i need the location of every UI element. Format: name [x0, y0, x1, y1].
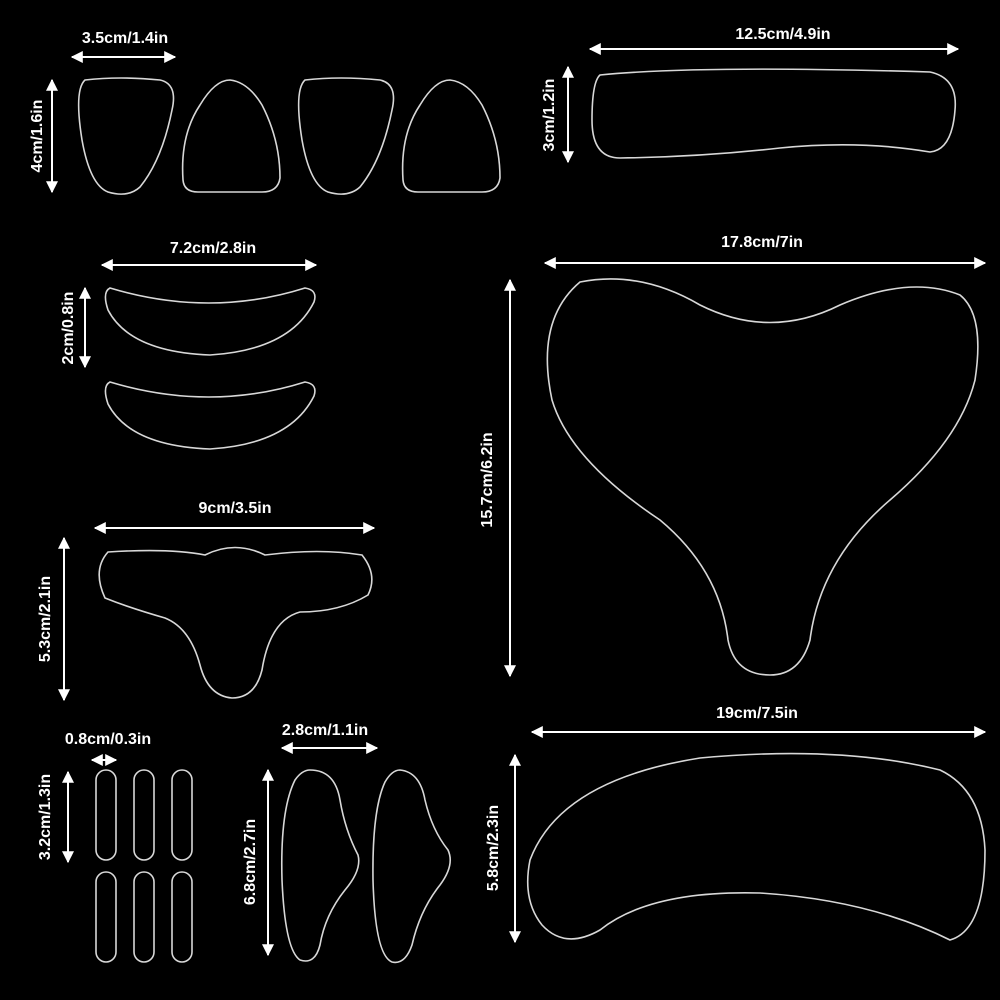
neck-height-label: 5.8cm/2.3in — [485, 805, 502, 891]
cheek-height-label: 6.8cm/2.7in — [242, 819, 259, 905]
strip-patch-2 — [133, 769, 155, 861]
eye-patch-1 — [104, 287, 316, 356]
small-triangle-height-label: 4cm/1.6in — [29, 100, 46, 173]
neck-width-label: 19cm/7.5in — [716, 705, 798, 722]
neck-t-patch — [98, 546, 373, 699]
cheek-patch-1 — [280, 769, 360, 962]
strip-patch-3 — [171, 769, 193, 861]
chest-width-label: 17.8cm/7in — [721, 234, 803, 251]
strip-height-label: 3.2cm/1.3in — [37, 774, 54, 860]
small-triangle-width-label: 3.5cm/1.4in — [82, 30, 168, 47]
neck-t-width-label: 9cm/3.5in — [199, 500, 272, 517]
triangle-patch-3 — [297, 77, 395, 195]
eye-height-label: 2cm/0.8in — [60, 292, 77, 365]
chest-height-label: 15.7cm/6.2in — [479, 432, 496, 527]
triangle-patch-2 — [181, 79, 281, 193]
neck-t-height-label: 5.3cm/2.1in — [37, 576, 54, 662]
triangle-patch-4 — [401, 79, 501, 193]
strip-width-label: 0.8cm/0.3in — [65, 731, 151, 748]
neck-patch — [526, 752, 986, 941]
eye-patch-2 — [104, 381, 316, 450]
chest-patch — [546, 278, 979, 676]
eye-width-label: 7.2cm/2.8in — [170, 240, 256, 257]
cheek-patch-2 — [372, 769, 451, 964]
cheek-width-label: 2.8cm/1.1in — [282, 722, 368, 739]
forehead-width-label: 12.5cm/4.9in — [735, 26, 830, 43]
triangle-patch-1 — [77, 77, 175, 195]
strip-patch-1 — [95, 769, 117, 861]
strip-patch-6 — [171, 871, 193, 963]
strip-patch-4 — [95, 871, 117, 963]
forehead-height-label: 3cm/1.2in — [541, 79, 558, 152]
forehead-patch — [591, 68, 957, 159]
strip-patch-5 — [133, 871, 155, 963]
